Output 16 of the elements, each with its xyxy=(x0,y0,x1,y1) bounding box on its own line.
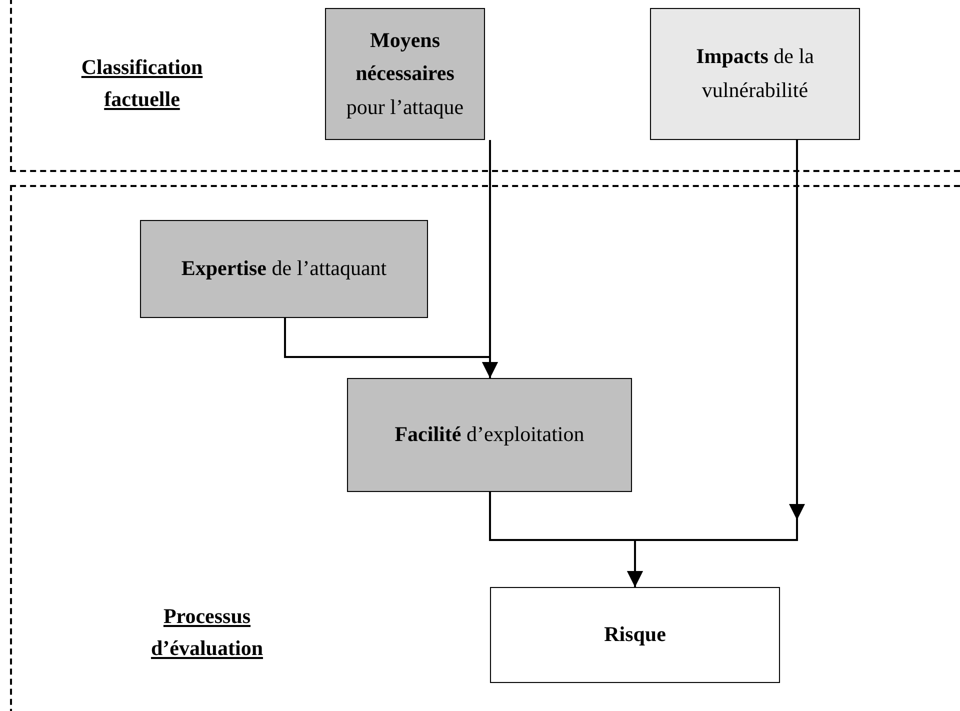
process-box xyxy=(490,587,780,683)
arrow xyxy=(489,492,643,587)
region-frame xyxy=(10,185,960,711)
process-box xyxy=(650,8,860,140)
arrow xyxy=(284,318,498,378)
box-label: Expertise de l’attaquant xyxy=(181,255,387,282)
box-label: Risque xyxy=(604,621,666,648)
box-label: Moyens nécessaires pour l’attaque xyxy=(345,26,465,121)
process-box xyxy=(325,8,485,140)
region-heading: Classification factuelle xyxy=(80,54,204,112)
region-frame xyxy=(10,0,960,172)
box-label: Impacts de la vulnérabilité xyxy=(695,43,815,104)
process-box xyxy=(347,378,632,492)
process-box xyxy=(140,220,428,318)
region-heading: Processus d’évaluation xyxy=(150,603,264,662)
box-label: Facilité d’exploitation xyxy=(394,421,584,448)
